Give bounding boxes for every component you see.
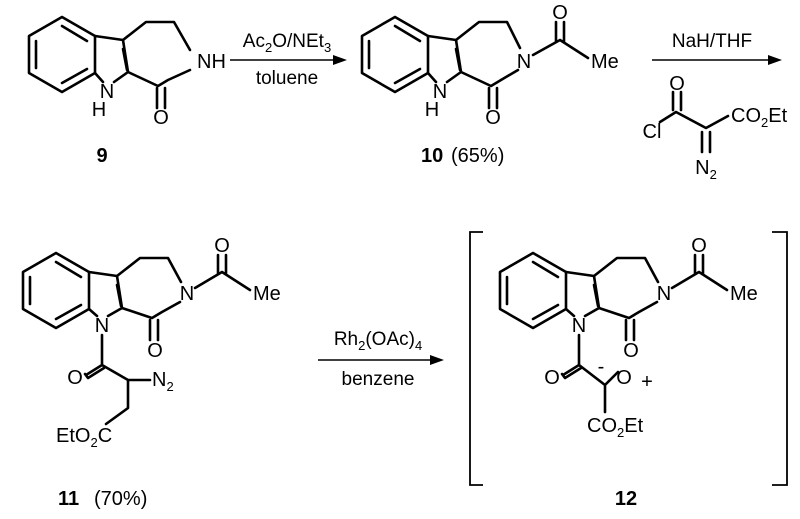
c12-pyrrole-double: [592, 283, 600, 308]
bracket-left: [469, 231, 483, 486]
compound-9-structure: N H NH O: [27, 15, 226, 129]
c12-amide-n-label: N: [657, 283, 671, 305]
c11-methyl-label: Me: [253, 283, 281, 305]
c12-indole-n-label: N: [572, 315, 586, 337]
bracket-right: [772, 231, 788, 486]
reagent-n2-label: N2: [695, 157, 717, 182]
compound-11-structure: N N O O Me O N2 EtO2C: [21, 235, 281, 450]
c9-piperidinone-bonds: [121, 20, 192, 110]
c11-pyrrole-bonds: [87, 270, 124, 318]
c11-benzene-ring: [21, 251, 91, 330]
diazo-acid-chloride-reagent: Cl O CO2Et N2: [643, 73, 788, 182]
c9-pyrrole-bonds: [93, 34, 130, 84]
arrow-3-head: [430, 355, 444, 365]
c10-piperidinone-bonds: [454, 20, 522, 110]
c10-amide-n-label: N: [517, 51, 531, 73]
arrow-1-head: [333, 55, 347, 65]
reaction-arrow-2: [652, 55, 782, 65]
c10-indole-h-label: H: [425, 99, 439, 121]
c12-acetyl-bonds: [670, 253, 729, 292]
arrow-2-head: [768, 55, 782, 65]
c12-ketone-o-label: O: [544, 367, 560, 389]
compound-11-yield: (70%): [94, 488, 147, 510]
c10-acetyl-bonds: [531, 20, 590, 60]
c9-pyrrole-double: [121, 47, 129, 72]
c12-carbonyl-o-label: O: [623, 340, 639, 362]
reagent-cl-label: Cl: [643, 121, 662, 143]
reagent-bonds: [658, 90, 730, 154]
compound-11-number: 11: [58, 488, 79, 510]
reagent-co2et-label: CO2Et: [731, 105, 788, 130]
step1-solvent-label: toluene: [256, 68, 318, 89]
c10-pyrrole-bonds: [426, 34, 463, 84]
c9-carbonyl-o-label: O: [153, 107, 169, 129]
compound-12-structure: N N O O Me O O - + CO2Et: [498, 235, 758, 440]
c12-benzene-ring: [498, 251, 568, 330]
c9-indole-n-label: N: [100, 81, 114, 103]
c12-negative-charge: -: [598, 356, 605, 378]
reagent-o-label: O: [669, 73, 685, 95]
compound-10-number: 10: [421, 145, 443, 167]
reaction-arrow-3: [318, 355, 444, 365]
c12-acetyl-o-label: O: [691, 235, 707, 257]
c10-acetyl-o-label: O: [552, 2, 568, 24]
c10-benzene-ring: [360, 15, 430, 94]
compound-10-structure: N H N O O Me: [360, 2, 619, 129]
compound-10-yield: (65%): [451, 145, 504, 167]
c11-diazo-ester-bonds: [83, 333, 152, 426]
c11-ketone-o-label: O: [67, 367, 83, 389]
c10-indole-n-label: N: [433, 81, 447, 103]
c12-pyrrole-bonds: [564, 270, 601, 318]
compound-12-number: 12: [615, 488, 637, 510]
c11-n2-label: N2: [152, 369, 174, 394]
c10-carbonyl-o-label: O: [485, 107, 501, 129]
c11-benzene-double-bonds: [28, 260, 83, 321]
step2-reagent-label: NaH/THF: [672, 31, 752, 52]
c9-benzene-double-bonds: [34, 24, 89, 85]
step1-reagent-label: Ac2O/NEt3: [243, 31, 331, 55]
c11-indole-n-label: N: [95, 315, 109, 337]
c12-benzene-double-bonds: [505, 260, 560, 321]
c12-co2et-label: CO2Et: [587, 415, 644, 440]
c12-ylide-bonds: [560, 333, 620, 414]
c10-pyrrole-double: [454, 47, 462, 72]
reaction-arrow-1: [230, 55, 347, 65]
c10-benzene-double-bonds: [367, 24, 422, 85]
step3-reagent-label: Rh2(OAc)4: [334, 329, 422, 353]
c10-methyl-label: Me: [591, 51, 619, 73]
step3-solvent-label: benzene: [342, 369, 415, 390]
c9-indole-h-label: H: [92, 99, 106, 121]
c11-amide-n-label: N: [180, 283, 194, 305]
c11-acetyl-o-label: O: [214, 235, 230, 257]
c12-methyl-label: Me: [730, 283, 758, 305]
c12-piperidinone-bonds: [592, 256, 660, 342]
compound-9-number: 9: [96, 145, 107, 167]
c11-pyrrole-double: [115, 283, 123, 308]
c11-piperidinone-bonds: [115, 256, 183, 342]
c9-benzene-ring: [27, 15, 97, 94]
c11-eto2c-label: EtO2C: [56, 425, 112, 450]
c12-positive-charge: +: [641, 371, 653, 393]
c11-acetyl-bonds: [193, 253, 252, 292]
c9-amide-nh-label: NH: [197, 51, 226, 73]
c12-oxonium-o-label: O: [616, 367, 632, 389]
c11-carbonyl-o-label: O: [147, 340, 163, 362]
